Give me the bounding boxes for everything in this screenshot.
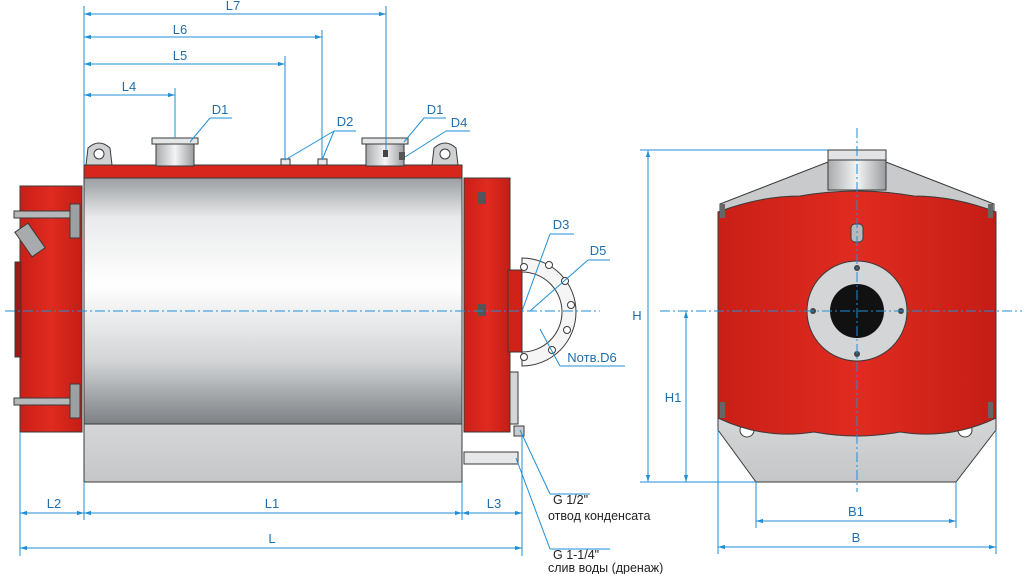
nozzle-d1-left — [151, 137, 199, 167]
boiler-cylinder — [83, 171, 463, 425]
dim-label-l3: L3 — [487, 496, 501, 511]
dim-label-l1: L1 — [265, 496, 279, 511]
rear-chamber — [463, 177, 525, 465]
side-view — [5, 137, 600, 483]
label-d1-right: D1 — [427, 102, 444, 117]
condensate-size: G 1/2" — [553, 493, 588, 507]
dim-label-l6: L6 — [173, 22, 187, 37]
side-dimensions: L7 L6 L5 L4 D1 D2 D1 D4 D3 — [19, 0, 625, 556]
top-red-strip — [83, 164, 463, 179]
dim-label-h1: H1 — [665, 390, 682, 405]
dim-label-l2: L2 — [47, 496, 61, 511]
condensate-label: отвод конденсата — [548, 509, 650, 523]
front-door — [13, 185, 83, 433]
lifting-lug-left — [85, 142, 113, 166]
dim-label-b1: B1 — [848, 504, 864, 519]
lifting-lug-right — [431, 142, 459, 166]
drain-size: G 1-1/4" — [553, 548, 599, 562]
front-dimensions: H H1 B1 B — [632, 149, 997, 554]
dim-label-l5: L5 — [173, 48, 187, 63]
front-view — [660, 128, 1022, 492]
label-d4: D4 — [451, 115, 468, 130]
label-d2: D2 — [337, 114, 354, 129]
label-d5: D5 — [590, 243, 607, 258]
dim-label-h: H — [632, 308, 641, 323]
label-d3: D3 — [553, 217, 570, 232]
dim-label-b: B — [852, 530, 861, 545]
dim-label-l4: L4 — [122, 79, 136, 94]
side-base-frame — [83, 421, 463, 483]
label-d1-left: D1 — [212, 102, 229, 117]
socket-d4 — [399, 152, 405, 160]
flue-flange — [520, 257, 577, 367]
label-n-d6: Nотв.D6 — [567, 350, 616, 365]
drain-label: слив воды (дренаж) — [548, 561, 663, 574]
dim-label-l: L — [268, 531, 275, 546]
dim-label-l7: L7 — [226, 0, 240, 13]
